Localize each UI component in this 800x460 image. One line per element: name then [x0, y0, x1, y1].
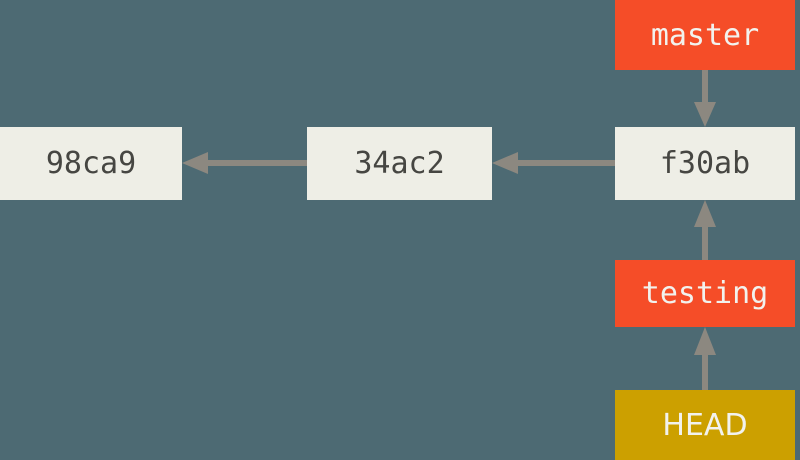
branch-label-testing[interactable]: testing	[615, 260, 795, 327]
head-pointer-text: HEAD	[662, 407, 748, 443]
branch-label-master-text: master	[650, 17, 760, 53]
branch-label-testing-text: testing	[641, 276, 769, 311]
commit-node-98ca9[interactable]: 98ca9	[0, 127, 182, 200]
arrow-master-to-f30ab	[694, 70, 716, 127]
commit-label-f30ab: f30ab	[659, 146, 751, 181]
arrow-head-to-testing	[694, 327, 716, 390]
commit-node-34ac2[interactable]: 34ac2	[307, 127, 492, 200]
commit-label-34ac2: 34ac2	[354, 146, 445, 181]
arrow-34ac2-to-98ca9	[182, 152, 307, 174]
commit-node-f30ab[interactable]: f30ab	[615, 127, 795, 200]
arrow-testing-to-f30ab	[694, 200, 716, 260]
commit-label-98ca9: 98ca9	[45, 146, 137, 181]
arrow-f30ab-to-34ac2	[492, 152, 615, 174]
branch-label-master[interactable]: master	[615, 0, 795, 70]
head-pointer-box[interactable]: HEAD	[615, 390, 795, 460]
